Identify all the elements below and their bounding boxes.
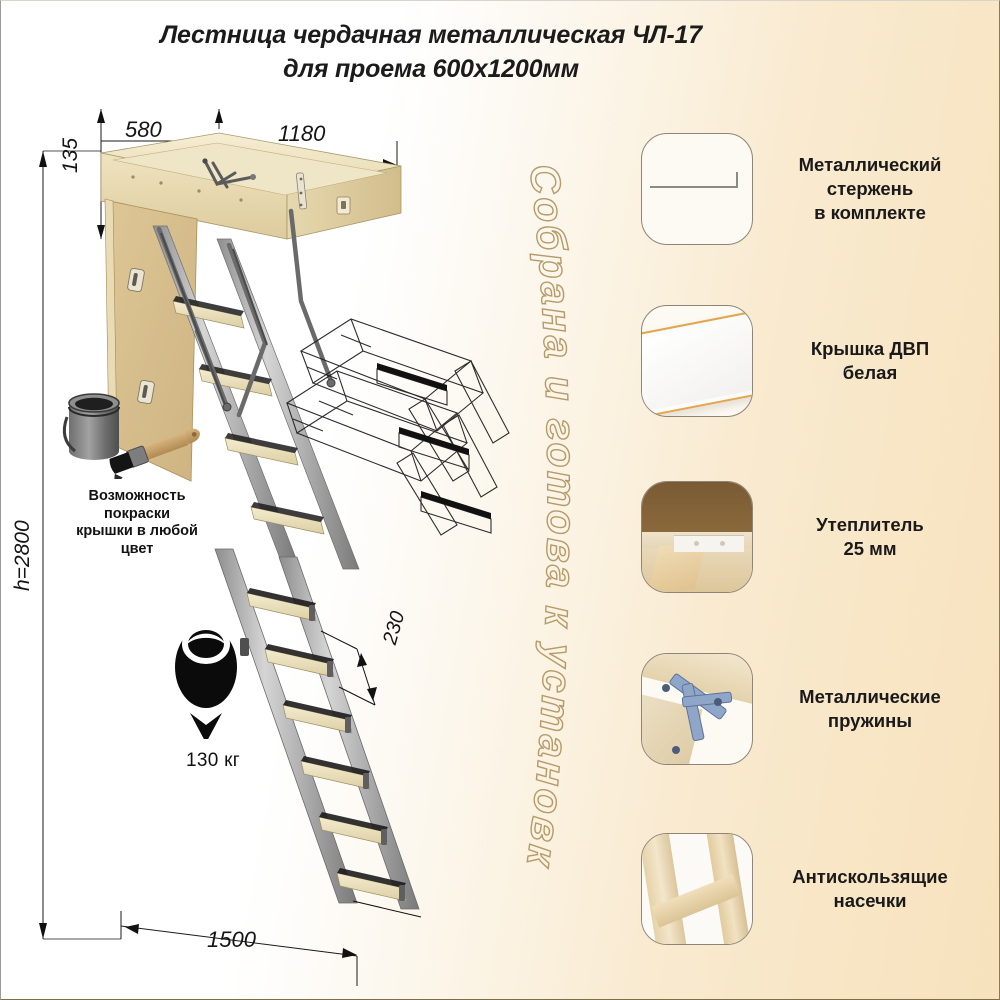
dimension-label-1500: 1500	[207, 927, 256, 952]
feature-2-line-2: 25 мм	[843, 538, 897, 559]
weight-capacity-value: 130 кг	[185, 750, 241, 771]
feature-0-line-2: стержень	[826, 178, 914, 200]
spring-pin-1	[662, 684, 670, 692]
feature-label-metal-rod: Металлический стержень в комплекте	[775, 153, 965, 224]
paint-text-line-4: цвет	[120, 541, 154, 558]
weight-callout: 130 кг	[143, 617, 283, 772]
rod-horizontal-segment	[650, 186, 738, 188]
paint-text-line-1: Возможность	[88, 488, 186, 504]
rod-hook-segment	[736, 172, 738, 188]
white-hdf-panel-icon	[641, 305, 753, 417]
feature-item-metal-rod: Металлический стержень в комплекте	[641, 119, 986, 259]
feature-label-hdf-cover: Крышка ДВП белая	[775, 337, 965, 384]
spring-pin-3	[672, 746, 680, 754]
metal-rod-icon	[641, 133, 753, 245]
insulation-layer-icon	[641, 481, 753, 593]
feature-0-line-1: Металлический	[798, 154, 942, 176]
dimension-label-580: 580	[125, 117, 162, 142]
feature-1-line-1: Крышка ДВП	[810, 338, 930, 360]
insulation-white-strip	[674, 535, 744, 552]
feature-1-line-2: белая	[842, 362, 898, 383]
load-capacity-icon	[175, 624, 237, 743]
insulation-hdf-layer	[642, 482, 752, 534]
feature-4-line-2: насечки	[833, 890, 907, 911]
feature-label-anti-slip: Антискользящие насечки	[775, 865, 965, 912]
title-line-2: для проема 600х1200мм	[283, 54, 579, 83]
dimension-label-1180: 1180	[278, 121, 326, 146]
feature-2-line-1: Утеплитель	[816, 514, 924, 536]
feature-item-anti-slip: Антискользящие насечки	[641, 819, 986, 959]
anti-slip-notches-icon	[641, 833, 753, 945]
paint-text-line-2: покраски	[103, 505, 171, 522]
feature-item-springs: Металлические пружины	[641, 639, 986, 779]
paint-callout-text: Возможность покраски крышки в любой цвет	[47, 488, 227, 559]
hdf-panel-shape	[642, 309, 752, 416]
insulation-screw-2	[720, 541, 725, 546]
dimension-label-height: h=2800	[11, 520, 34, 591]
page-title: Лестница чердачная металлическая ЧЛ-17 д…	[121, 19, 741, 86]
slogan-vertical-text: Собрана и готова к установке	[471, 151, 601, 871]
svg-text:Собрана и готова к установке: Собрана и готова к установке	[471, 151, 585, 871]
feature-4-line-1: Антискользящие	[792, 866, 948, 888]
ladder-technical-drawing	[39, 109, 510, 986]
metal-spring-icon	[641, 653, 753, 765]
feature-label-springs: Металлические пружины	[775, 685, 965, 732]
feature-item-hdf-cover: Крышка ДВП белая	[641, 291, 986, 431]
insulation-screw-1	[694, 541, 699, 546]
feature-0-line-3: в комплекте	[814, 201, 926, 223]
feature-item-insulation: Утеплитель 25 мм	[641, 467, 986, 607]
paint-text-line-3: крышки в любой	[76, 523, 198, 540]
feature-3-line-1: Металлические	[799, 686, 941, 708]
dimension-label-135: 135	[59, 137, 82, 173]
feature-3-line-2: пружины	[827, 710, 913, 731]
title-line-1: Лестница чердачная металлическая ЧЛ-17	[160, 21, 702, 49]
feature-list: Металлический стержень в комплекте Крышк…	[641, 119, 986, 979]
spring-pin-2	[714, 698, 722, 706]
paint-bucket-and-brush-icon	[62, 393, 200, 484]
paint-callout: Возможность покраски крышки в любой цвет	[47, 387, 227, 559]
feature-label-insulation: Утеплитель 25 мм	[775, 513, 965, 560]
slogan-text: Собрана и готова к установке	[471, 151, 582, 871]
